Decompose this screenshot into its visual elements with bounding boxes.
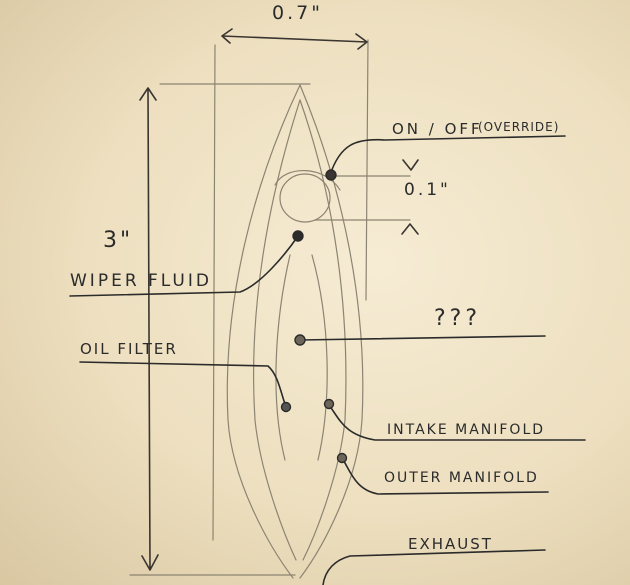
on-off-button-dot bbox=[325, 169, 337, 181]
outer-manifold-port-dot bbox=[336, 452, 348, 464]
unknown-leader bbox=[299, 335, 546, 341]
wiper-fluid-leader bbox=[69, 235, 299, 297]
body-outline-right bbox=[299, 84, 364, 579]
intake-manifold-port-dot bbox=[323, 398, 335, 410]
intake-manifold-leader bbox=[328, 404, 586, 441]
inner-outline-left bbox=[253, 99, 301, 561]
override-label: (OVERRIDE) bbox=[478, 120, 560, 134]
guide-right-vertical bbox=[365, 39, 369, 301]
on-off-leader bbox=[329, 135, 566, 176]
unknown-label: ??? bbox=[434, 306, 482, 331]
wiper-fluid-port-dot bbox=[292, 230, 304, 242]
outer-manifold-label: OUTER MANIFOLD bbox=[384, 470, 539, 486]
height-dimension-label: 3" bbox=[103, 228, 134, 253]
gap-arrow-top bbox=[402, 159, 419, 171]
gap-arrow-bottom bbox=[401, 223, 419, 235]
inner-channel bbox=[275, 254, 328, 461]
exhaust-label: EXHAUST bbox=[408, 535, 493, 553]
wiper-fluid-label: WIPER FLUID bbox=[70, 271, 212, 291]
on-off-label: ON / OFF bbox=[392, 120, 483, 138]
exhaust-leader bbox=[322, 549, 546, 585]
top-arc bbox=[274, 170, 341, 191]
oil-filter-leader bbox=[79, 361, 287, 408]
unknown-port-dot bbox=[294, 334, 306, 346]
inner-outline-right bbox=[299, 99, 347, 561]
top-button-outline bbox=[279, 173, 331, 223]
width-dimension-label: 0.7" bbox=[272, 2, 323, 24]
intake-manifold-label: INTAKE MANIFOLD bbox=[387, 422, 546, 438]
body-outline-left bbox=[226, 84, 301, 579]
oil-filter-port-dot bbox=[280, 401, 292, 413]
button-gap-label: 0.1" bbox=[404, 180, 451, 200]
oil-filter-label: OIL FILTER bbox=[80, 340, 178, 358]
width-dimension-arrow bbox=[221, 28, 368, 50]
height-dimension-arrow bbox=[139, 87, 159, 571]
